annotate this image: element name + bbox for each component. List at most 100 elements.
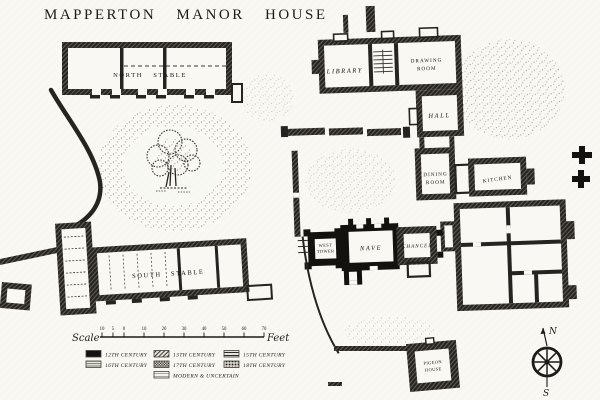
feet-label: Feet <box>266 333 290 344</box>
stall-line <box>122 254 126 291</box>
kitchen-wing: KITCHEN <box>454 156 535 197</box>
gate-pier <box>579 146 585 164</box>
dining-room-label-1: DINING <box>423 171 448 178</box>
legend: 12TH CENTURY 13TH CENTURY 15TH CENTURY 1… <box>85 350 286 380</box>
legend-swatch-13th <box>153 350 170 358</box>
scale-tick-label: 30 <box>182 327 187 332</box>
gate-gap <box>293 192 300 198</box>
scale-tick-label: 70 <box>262 327 267 332</box>
step-mark <box>110 95 120 99</box>
buttress <box>348 218 354 226</box>
scale-tick-label: 0 <box>123 327 126 332</box>
nave-label: NAVE <box>359 245 383 253</box>
door-gap <box>472 242 482 247</box>
drawing-room-label-2: ROOM <box>417 66 437 73</box>
scale-bar: Scale 10 5 0 10 20 30 40 50 60 70 Feet <box>72 327 290 344</box>
room-floor <box>61 227 91 310</box>
compass-hub <box>544 359 550 365</box>
manor-house: LIBRARY DRAWING ROOM HALL DINI <box>241 5 577 354</box>
buttress <box>436 229 443 236</box>
window-gap <box>369 265 378 271</box>
scale-tick-label: 50 <box>222 327 227 332</box>
hall-label: HALL <box>427 112 451 120</box>
step-mark <box>131 298 142 304</box>
dining-wing: DINING ROOM <box>414 136 457 201</box>
window-gap <box>374 223 382 228</box>
boundary-wall <box>328 382 342 386</box>
step-mark <box>90 95 100 99</box>
step-mark <box>184 95 194 99</box>
scale-label: Scale <box>72 333 100 344</box>
chancel-label: CHANCEL <box>402 243 433 250</box>
legend-label: 16TH CENTURY <box>105 363 148 369</box>
ground-stipple <box>345 316 435 348</box>
compass-rose-icon: N S <box>531 327 563 399</box>
south-stable-annex <box>0 282 32 311</box>
wall-segment <box>163 48 167 89</box>
wall-pier <box>280 125 289 138</box>
legend-label: 12TH CENTURY <box>105 353 148 359</box>
wall-pier <box>402 126 411 138</box>
fireplace <box>526 168 535 185</box>
outbuilding-stub <box>566 284 577 300</box>
west-tower-label-1: WEST <box>319 242 333 247</box>
wall-segment <box>419 137 425 151</box>
boundary-wall <box>334 346 408 351</box>
window-bay <box>332 32 349 43</box>
compass-arrowhead <box>540 328 546 334</box>
legend-swatch-modern <box>153 371 170 379</box>
wall-segment <box>534 274 540 303</box>
door-gap <box>112 89 121 95</box>
window-bay <box>418 26 439 39</box>
wall-segment <box>366 127 402 137</box>
wall-segment <box>284 127 326 137</box>
pigeon-house-label-2: HOUSE <box>425 366 442 372</box>
room-floor <box>444 225 454 248</box>
south-stable: SOUTH STABLE <box>54 221 274 316</box>
chimney <box>311 59 320 75</box>
library-label: LIBRARY <box>326 67 364 75</box>
chimney <box>342 14 349 33</box>
legend-swatch-17th <box>153 360 170 368</box>
north-stable-label: NORTH STABLE <box>113 72 187 79</box>
terrace-wall <box>280 125 411 237</box>
step-mark <box>159 296 170 302</box>
wall-segment <box>120 48 124 89</box>
west-tower-label-2: TOWER <box>317 248 335 254</box>
annex-room <box>246 283 274 302</box>
north-wing: LIBRARY DRAWING ROOM <box>311 26 463 94</box>
pigeon-house: PIGEON HOUSE <box>405 336 460 393</box>
door-gap <box>506 225 511 234</box>
scale-tick-label: 40 <box>202 327 207 332</box>
tower-projection <box>365 5 376 33</box>
wall-segment <box>328 127 364 136</box>
scale-tick-label: 10 <box>100 327 105 332</box>
window-bay <box>380 30 395 40</box>
stall-line <box>164 252 168 289</box>
door-gap <box>186 89 195 95</box>
legend-swatch-12th <box>85 350 102 358</box>
church: WEST TOWER NAVE CHANCEL <box>297 217 444 286</box>
wall-segment <box>449 136 455 150</box>
courtyard-stipple <box>305 148 396 213</box>
wall-segment <box>214 245 221 288</box>
legend-label: 15TH CENTURY <box>243 353 286 359</box>
legend-swatch-15th <box>223 350 240 358</box>
room-floor <box>420 153 451 195</box>
hall-wing: HALL <box>408 88 465 138</box>
scale-ticks <box>101 332 265 337</box>
wall-segment <box>393 43 400 86</box>
wall-segment <box>176 248 183 291</box>
buttress <box>383 217 390 225</box>
gate-piers <box>572 146 592 188</box>
compass-south-label: S <box>543 389 549 399</box>
dining-room-label-2: ROOM <box>426 179 446 186</box>
door-gap <box>158 89 167 95</box>
scale-tick-label: 60 <box>242 327 247 332</box>
scale-tick-label: 5 <box>112 327 115 332</box>
room-floor <box>414 348 452 384</box>
north-stable: NORTH STABLE <box>62 42 243 103</box>
churchyard-wall <box>301 236 340 354</box>
step-mark <box>187 295 198 300</box>
